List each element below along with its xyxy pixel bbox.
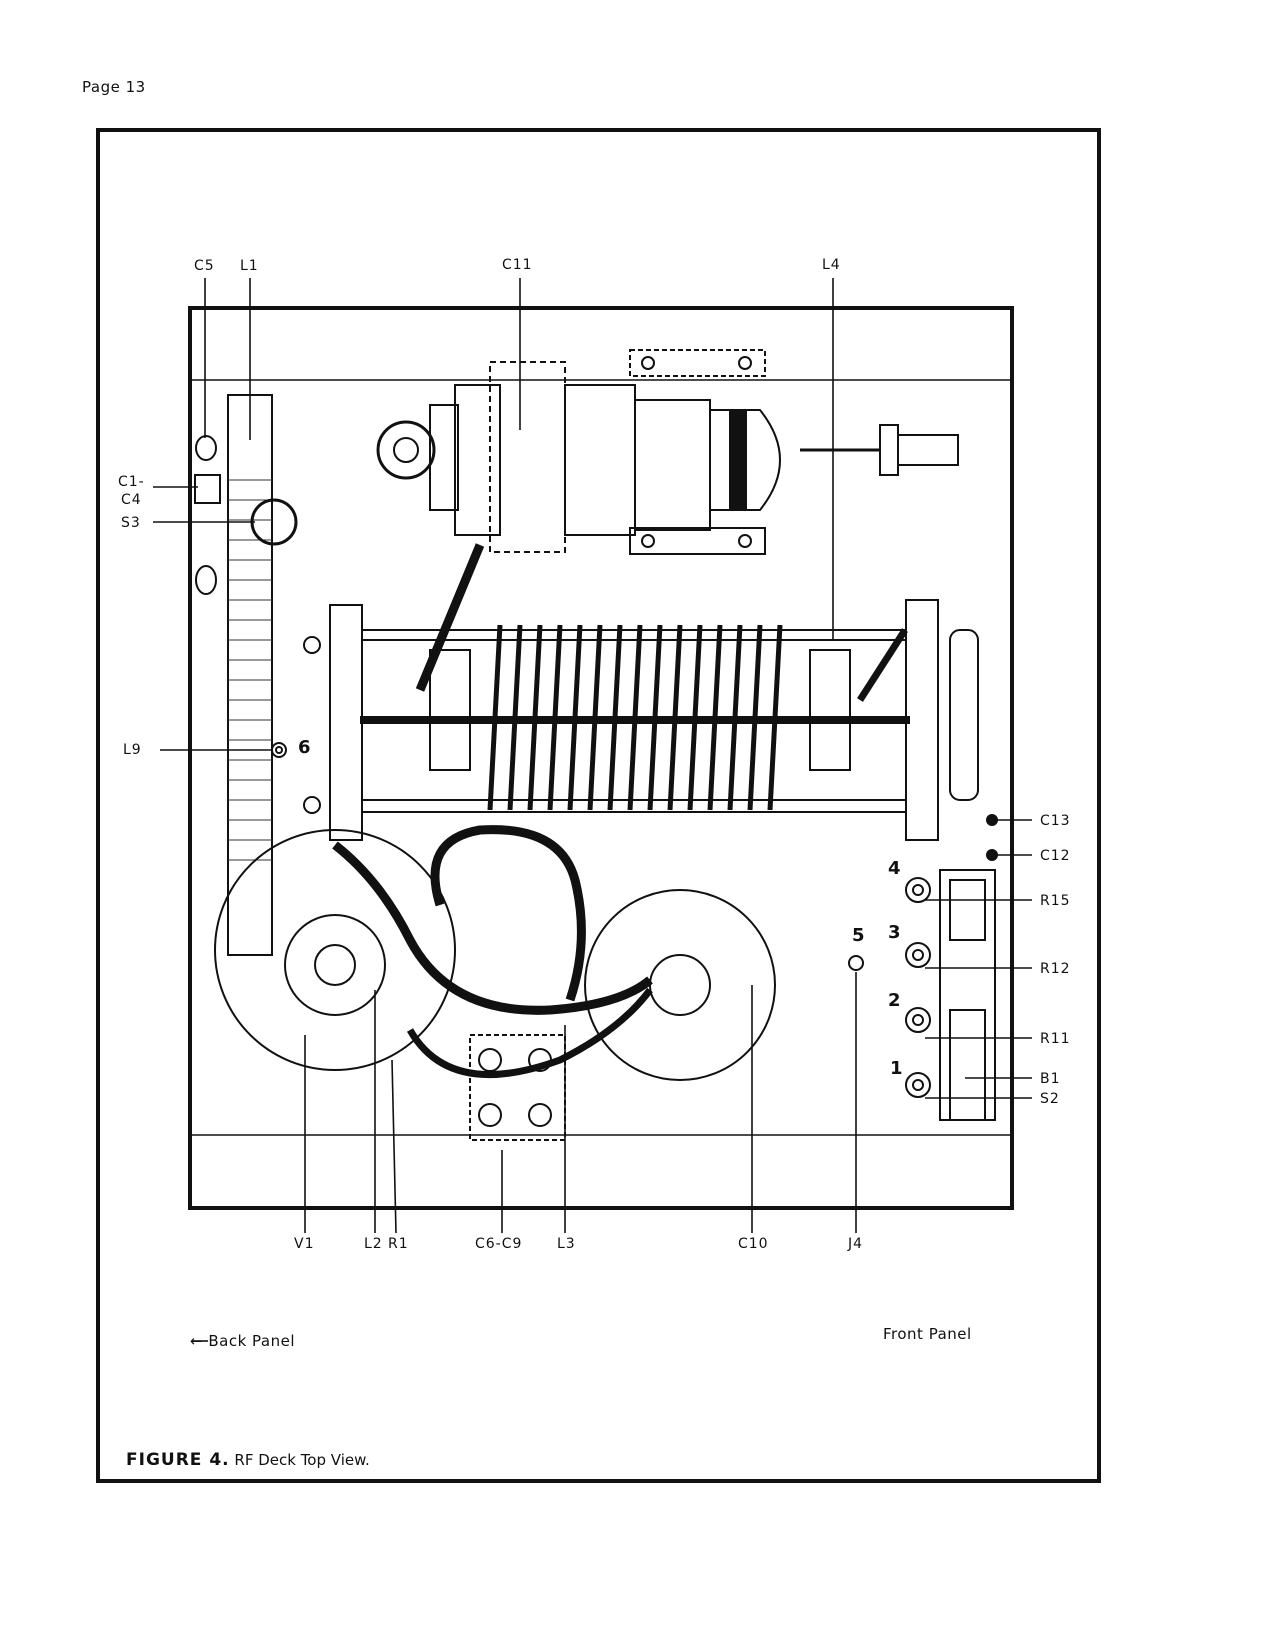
c11-capacitor <box>376 349 959 555</box>
front-panel-label: Front Panel <box>883 1325 972 1343</box>
chassis-outline <box>188 306 1014 1210</box>
c5-capacitor <box>195 435 217 461</box>
label-s3: S3 <box>121 515 141 531</box>
l3-coil <box>430 825 586 1002</box>
label-r11: R11 <box>1040 1031 1071 1047</box>
label-c10: C10 <box>738 1236 769 1252</box>
back-panel-label: ← Back Panel <box>190 1332 295 1350</box>
figure-title: RF Deck Top View. <box>234 1451 370 1469</box>
terminal-board <box>939 869 996 1121</box>
terminal-number-2: 2 <box>888 990 901 1011</box>
label-c1: C1- <box>118 474 145 490</box>
label-c13: C13 <box>1040 813 1071 829</box>
terminal-number-1: 1 <box>890 1058 903 1079</box>
label-l2: L2 <box>364 1236 383 1252</box>
l4-coil <box>303 599 979 841</box>
l2-toroid <box>284 914 386 1016</box>
label-l1: L1 <box>240 258 259 274</box>
terminal-number-4: 4 <box>888 858 901 879</box>
label-r1: R1 <box>388 1236 409 1252</box>
label-l3: L3 <box>557 1236 576 1252</box>
page-number: Page 13 <box>82 78 146 96</box>
label-r15: R15 <box>1040 893 1071 909</box>
figure-label: FIGURE 4. <box>126 1450 230 1470</box>
figure-caption: FIGURE 4. RF Deck Top View. <box>126 1450 370 1470</box>
label-j4: J4 <box>848 1236 864 1252</box>
j4-jack <box>848 955 864 971</box>
label-c5: C5 <box>194 258 215 274</box>
label-c12: C12 <box>1040 848 1071 864</box>
label-l9: L9 <box>123 742 142 758</box>
label-c4: C4 <box>121 492 142 508</box>
figure-frame <box>96 128 1101 1483</box>
c1-c4-capacitor <box>194 474 221 504</box>
s3-switch <box>250 498 298 546</box>
v1-tube <box>214 829 456 1071</box>
c10-capacitor <box>584 889 776 1081</box>
label-l4: L4 <box>822 257 841 273</box>
l9-coil <box>227 394 287 956</box>
label-r12: R12 <box>1040 961 1071 977</box>
label-b1: B1 <box>1040 1071 1061 1087</box>
terminal-number-6: 6 <box>298 737 311 758</box>
terminal-number-5: 5 <box>852 925 865 946</box>
label-s2: S2 <box>1040 1091 1060 1107</box>
label-c11: C11 <box>502 257 533 273</box>
label-v1: V1 <box>294 1236 315 1252</box>
terminal-number-3: 3 <box>888 922 901 943</box>
label-c6-c9: C6-C9 <box>475 1236 523 1252</box>
